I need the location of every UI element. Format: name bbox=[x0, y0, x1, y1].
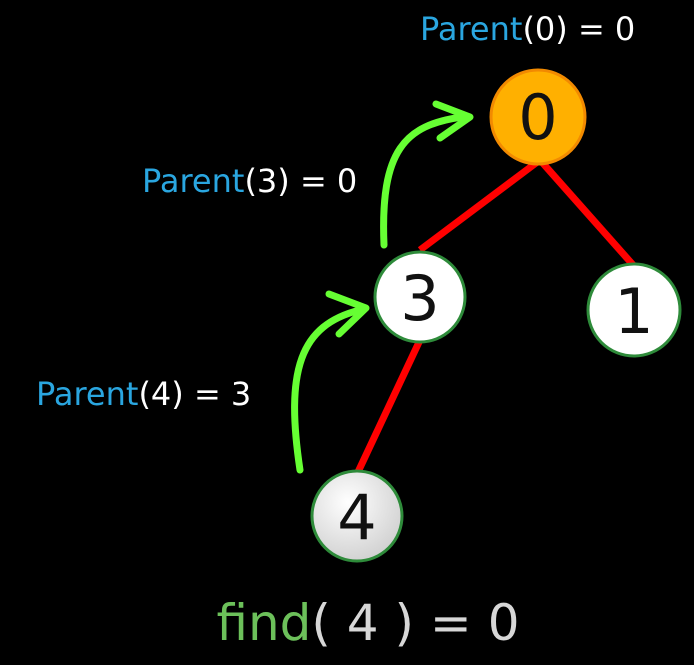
edge-0-1 bbox=[537, 157, 637, 269]
annotation-parent-4-rest: (4) = 3 bbox=[138, 375, 251, 413]
node-1-label: 1 bbox=[614, 275, 653, 348]
arrow-4-to-3 bbox=[291, 306, 364, 474]
find-result-rest: ( 4 ) = 0 bbox=[311, 594, 519, 652]
tree-edges bbox=[354, 157, 637, 474]
arrowhead-3-to-0 bbox=[432, 100, 474, 142]
node-1: 1 bbox=[586, 262, 682, 358]
annotation-parent-3: Parent(3) = 0 bbox=[142, 162, 357, 200]
arrow-3-to-0 bbox=[380, 113, 466, 249]
annotation-parent-4: Parent(4) = 3 bbox=[36, 375, 251, 413]
edge-3-4 bbox=[354, 338, 424, 474]
node-0-circle bbox=[489, 68, 587, 166]
annotation-parent-3-rest: (3) = 0 bbox=[244, 162, 357, 200]
node-4-circle bbox=[310, 469, 404, 563]
annotation-parent-0-rest: (0) = 0 bbox=[522, 10, 635, 48]
node-3-circle bbox=[373, 250, 467, 344]
edge-0-3 bbox=[417, 157, 543, 253]
annotation-parent-0: Parent(0) = 0 bbox=[420, 10, 635, 48]
annotation-parent-0-fn: Parent bbox=[420, 10, 522, 48]
annotation-parent-3-fn: Parent bbox=[142, 162, 244, 200]
node-3: 3 bbox=[373, 250, 467, 344]
node-0-label: 0 bbox=[518, 81, 557, 154]
arrowhead-4-to-3 bbox=[325, 290, 370, 338]
annotation-parent-4-fn: Parent bbox=[36, 375, 138, 413]
find-result: find( 4 ) = 0 bbox=[216, 594, 519, 652]
node-1-circle bbox=[586, 262, 682, 358]
node-4: 4 bbox=[310, 469, 404, 563]
node-4-label: 4 bbox=[337, 481, 376, 554]
find-result-fn: find bbox=[216, 594, 311, 652]
node-0: 0 bbox=[489, 68, 587, 166]
parent-arrows bbox=[291, 100, 474, 474]
node-3-label: 3 bbox=[400, 262, 439, 335]
